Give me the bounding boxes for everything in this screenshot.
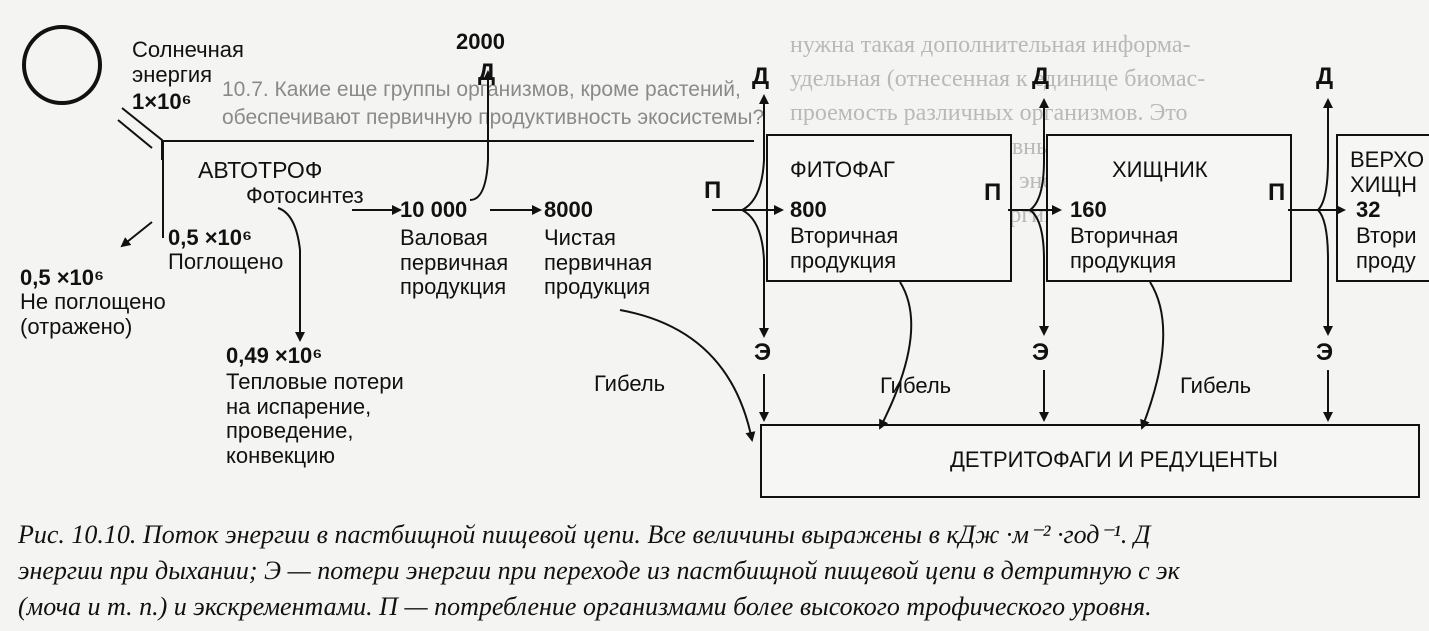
phytophage-loss-letter: Э bbox=[754, 339, 772, 366]
phytophage-death-label: Гибель bbox=[880, 373, 952, 398]
top-predator-box bbox=[1336, 134, 1429, 282]
top-predator-consumption-letter: П bbox=[1268, 179, 1286, 206]
net-label: Чистая первичная продукция bbox=[544, 225, 653, 300]
phytophage-title: ФИТОФАГ bbox=[790, 157, 895, 182]
phytophage-death-arrow bbox=[879, 281, 913, 430]
sunlight-arrow bbox=[121, 107, 163, 160]
top-predator-loss-letter: Э bbox=[1316, 339, 1334, 366]
predator-resp-letter: Д bbox=[1032, 63, 1050, 90]
predator-death-label: Гибель bbox=[1180, 373, 1252, 398]
predator-consumption-letter: П bbox=[984, 179, 1002, 206]
predator-label: Вторичная продукция bbox=[1070, 223, 1179, 273]
figure-caption-line3: (моча и т. п.) и экскрементами. П — потр… bbox=[18, 592, 1152, 621]
predator-value: 160 bbox=[1070, 197, 1107, 222]
heat-loss-value: 0,49 ×10⁶ bbox=[226, 343, 323, 368]
net-value: 8000 bbox=[544, 197, 593, 222]
top-predator-value: 32 bbox=[1356, 197, 1381, 222]
background-question: 10.7. Какие еще группы организмов, кроме… bbox=[222, 78, 765, 130]
autotroph-title: АВТОТРОФ bbox=[198, 157, 323, 183]
background-line: проемость различных организмов. Это bbox=[790, 100, 1188, 127]
sun-label: Солнечная энергия bbox=[132, 37, 244, 87]
heat-loss-label: Тепловые потери на испарение, проведение… bbox=[226, 369, 404, 468]
photosynthesis-curve bbox=[277, 207, 305, 342]
phytophage-value: 800 bbox=[790, 197, 827, 222]
not-absorbed-label: Не поглощено (отражено) bbox=[20, 289, 166, 339]
absorbed-value: 0,5 ×10⁶ bbox=[168, 225, 253, 250]
predator-box bbox=[1046, 134, 1292, 282]
background-line: удельная (отнесенная к единице биомас- bbox=[790, 66, 1206, 93]
absorbed-label: Поглощено bbox=[168, 249, 284, 274]
autotroph-respiration-arrow bbox=[469, 70, 493, 201]
detritus-box bbox=[760, 424, 1420, 498]
predator-loss-letter: Э bbox=[1032, 339, 1050, 366]
phytophage-resp-letter: Д bbox=[752, 63, 770, 90]
phytophage-label: Вторичная продукция bbox=[790, 223, 899, 273]
gross-value: 10 000 bbox=[400, 197, 468, 222]
predator-death-arrow bbox=[1140, 281, 1165, 430]
autotroph-box bbox=[162, 140, 754, 238]
phytophage-consumption-letter: П bbox=[704, 177, 722, 204]
background-line: нужна такая дополнительная информа- bbox=[790, 32, 1191, 58]
top-predator-title: ВЕРХО ХИЩН bbox=[1350, 147, 1425, 197]
reflected-arrow bbox=[120, 221, 153, 248]
sun-icon bbox=[22, 25, 102, 105]
autotroph-respiration-letter: Д bbox=[478, 59, 496, 86]
top-predator-resp-letter: Д bbox=[1316, 63, 1334, 90]
autotroph-respiration-value: 2000 bbox=[456, 29, 505, 54]
detritus-title: ДЕТРИТОФАГИ И РЕДУЦЕНТЫ bbox=[950, 447, 1278, 472]
gross-label: Валовая первичная продукция bbox=[400, 225, 509, 300]
photosynthesis-label: Фотосинтез bbox=[246, 183, 364, 208]
top-predator-label: Втори проду bbox=[1356, 223, 1417, 273]
phytophage-box bbox=[766, 134, 1012, 282]
autotroph-death-arrow bbox=[619, 309, 756, 442]
figure-caption-line2: энергии при дыхании; Э — потери энергии … bbox=[18, 556, 1180, 585]
autotroph-death-label: Гибель bbox=[594, 371, 666, 396]
figure-caption-line1: Рис. 10.10. Поток энергии в пастбищной п… bbox=[18, 520, 1151, 549]
sun-value: 1×10⁶ bbox=[132, 89, 192, 114]
not-absorbed-value: 0,5 ×10⁶ bbox=[20, 265, 105, 290]
predator-title: ХИЩНИК bbox=[1112, 157, 1208, 182]
